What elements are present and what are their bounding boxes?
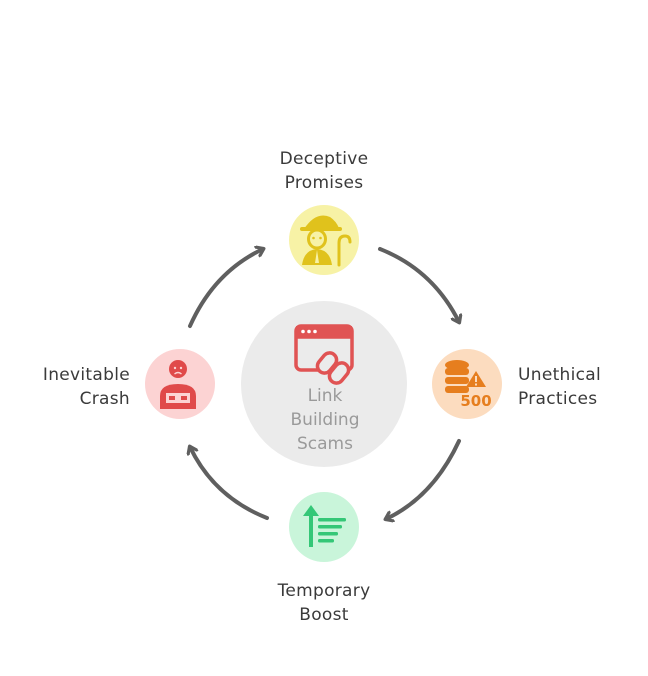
label-line: Inevitable <box>42 365 130 385</box>
center-label-line-1: Link <box>307 386 343 406</box>
label-inevitable-crash: Inevitable Crash <box>10 363 130 411</box>
label-line: Temporary <box>277 581 371 601</box>
arrow-unethical-to-temporary <box>386 439 461 519</box>
browser-link-icon <box>294 324 354 385</box>
center-label-line-2: Building <box>290 410 360 430</box>
center-label: Link Building Scams <box>244 384 406 456</box>
database-error-500-icon: 500 <box>445 360 492 410</box>
rising-list-icon <box>303 505 346 547</box>
arrow-deceptive-to-unethical <box>378 247 459 322</box>
label-deceptive-promises: Deceptive Promises <box>240 147 408 195</box>
con-man-icon <box>300 215 352 267</box>
label-line: Crash <box>79 389 130 409</box>
label-unethical-practices: Unethical Practices <box>518 363 638 411</box>
label-temporary-boost: Temporary Boost <box>240 579 408 627</box>
center-label-line-3: Scams <box>297 434 353 454</box>
sad-worker-icon <box>160 360 196 409</box>
label-line: Boost <box>299 605 349 625</box>
label-line: Promises <box>284 173 364 193</box>
center-hub <box>241 301 407 467</box>
svg-text:500: 500 <box>460 392 491 410</box>
label-line: Deceptive <box>279 149 369 169</box>
arrow-inevitable-to-deceptive <box>188 249 263 328</box>
label-line: Practices <box>518 389 598 409</box>
label-line: Unethical <box>518 365 602 385</box>
arrow-temporary-to-inevitable <box>190 447 269 520</box>
